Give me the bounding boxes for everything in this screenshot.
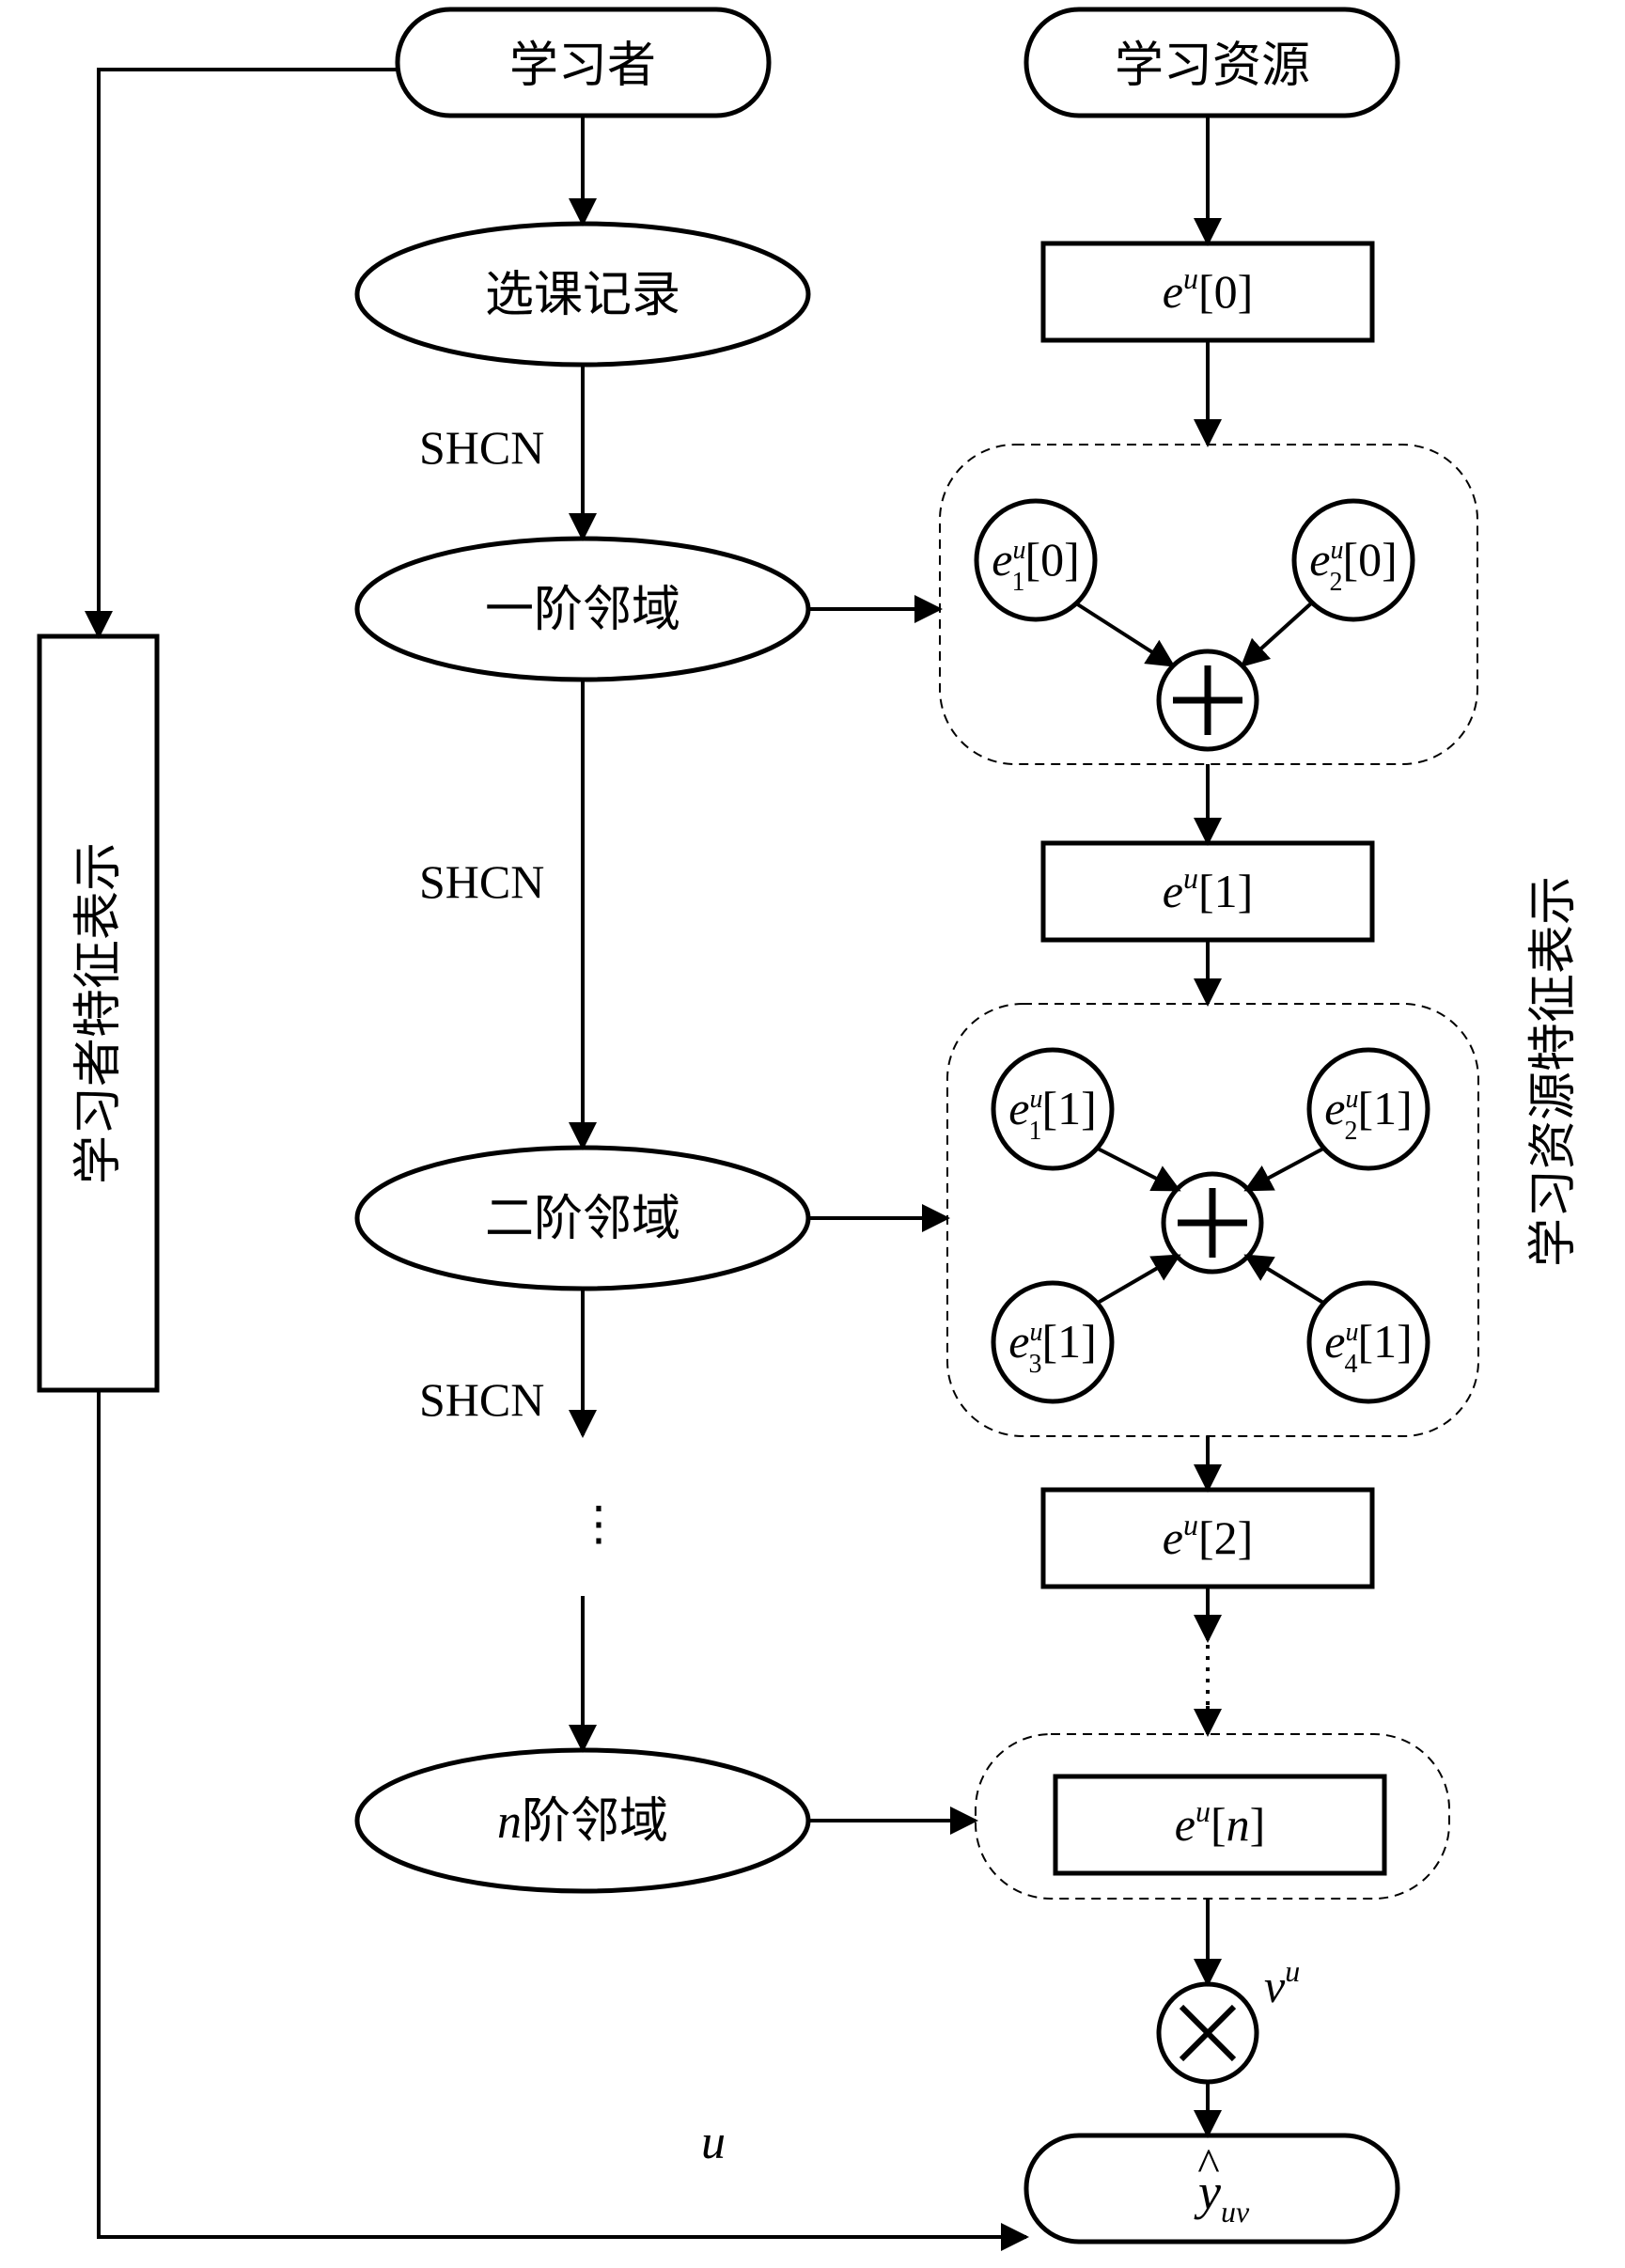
- product-diag-2: [1179, 2004, 1237, 2062]
- neighbor-node-2-3: [991, 1280, 1115, 1404]
- resource-label: 学习资源: [1115, 38, 1310, 94]
- shcn-label-1: SHCN: [419, 421, 544, 474]
- embedding-box-n: [1053, 1774, 1387, 1876]
- resource-terminal: [1023, 7, 1400, 118]
- embedding-0: eu[0]: [1163, 261, 1254, 318]
- output-label: yuv: [1194, 2164, 1250, 2229]
- embedding-2: eu[2]: [1163, 1508, 1254, 1564]
- embedding-box-0: [1040, 241, 1375, 343]
- learner-label: 学习者: [509, 38, 656, 94]
- first-order-label: 一阶邻域: [485, 582, 680, 638]
- arrow-c2-n4-sum: [1243, 1254, 1325, 1305]
- u-label: u: [701, 2116, 726, 2169]
- arrow-c2-n1-sum: [1097, 1147, 1181, 1192]
- embedding-1: eu[1]: [1163, 861, 1254, 917]
- course-record-label: 选课记录: [485, 267, 680, 323]
- shcn-label-2: SHCN: [419, 855, 544, 908]
- embedding-box-1: [1040, 840, 1375, 943]
- output-hat: ^: [1197, 2138, 1219, 2191]
- neighbor-node-1-1: [974, 498, 1098, 622]
- neighbor-node-1-2: [1291, 498, 1415, 622]
- embedding-box-2: [1040, 1487, 1375, 1589]
- arrow-learner-repr: [85, 68, 398, 639]
- embedding-n: eu[n]: [1175, 1794, 1266, 1851]
- second-order-label: 二阶邻域: [485, 1191, 680, 1247]
- arrow-c2-n2-sum: [1243, 1147, 1324, 1192]
- neighbor-node-2-4: [1306, 1280, 1430, 1404]
- resource-representation-label: 学习资源特征表示: [1525, 876, 1582, 1267]
- arrow-c1-n2-sum: [1240, 602, 1313, 668]
- arrow-repr-output: [97, 1390, 1029, 2251]
- neighbor-node-2-1: [991, 1047, 1115, 1171]
- arrow-c2-n3-sum: [1096, 1254, 1181, 1305]
- v-label: vu: [1264, 1954, 1300, 2012]
- arrow-c1-n1-sum: [1074, 602, 1176, 667]
- neighbor-node-2-2: [1306, 1047, 1430, 1171]
- learner-representation-box: [37, 633, 160, 1393]
- ellipsis-vertical: ⋮: [575, 1497, 622, 1550]
- shcn-label-3: SHCN: [419, 1373, 544, 1426]
- nth-order-label: n阶邻域: [497, 1793, 668, 1850]
- learner-representation-label: 学习者特征表示: [70, 842, 127, 1184]
